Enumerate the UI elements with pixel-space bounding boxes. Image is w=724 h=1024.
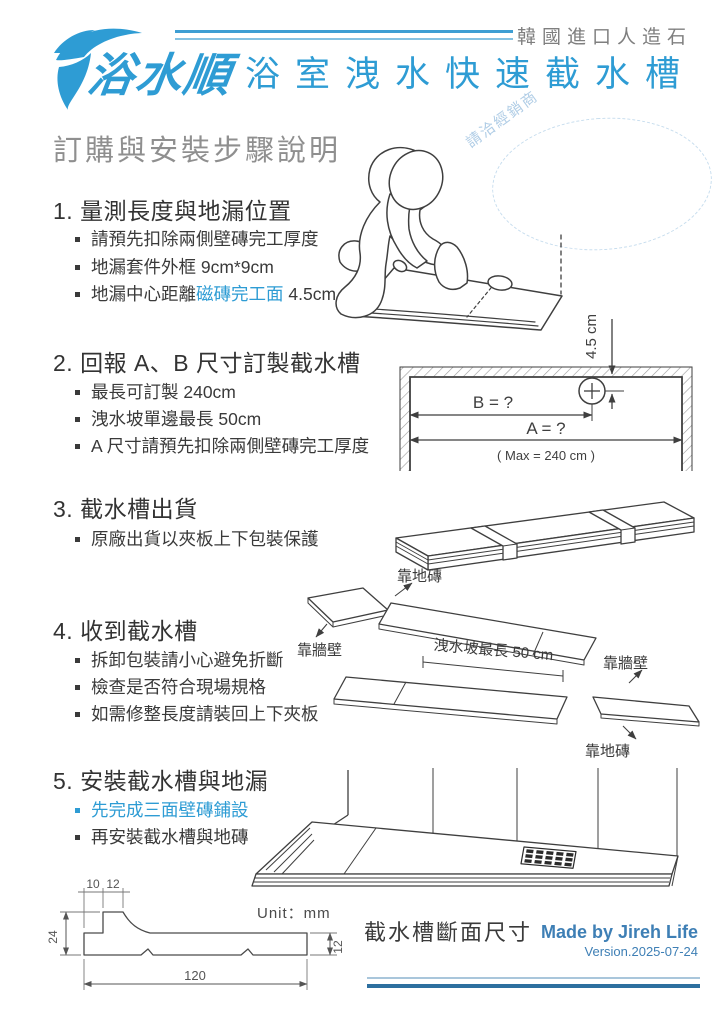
step2-bullet-3: A 尺寸請預先扣除兩側壁磚完工厚度 <box>75 436 370 456</box>
cross-section-caption: 截水槽斷面尺寸 <box>364 920 533 945</box>
wall-label-left: 靠牆壁 <box>297 642 342 659</box>
drain-grate <box>520 846 577 869</box>
installed-channel-illustration <box>251 768 679 887</box>
unit-label: Unit：mm <box>257 905 331 922</box>
dim-120: 120 <box>184 968 206 983</box>
brand-name: 浴水順 <box>84 49 236 101</box>
cross-section-drawing: 10 12 24 12 120 Unit：mm <box>46 877 345 990</box>
boards-orientation-diagram: 靠地磚 靠牆壁 洩水坡最長 50 cm 靠牆壁 靠地磚 <box>297 568 700 760</box>
step4-bullet-2: 檢查是否符合現場規格 <box>75 677 266 697</box>
step1-bullet-3: 地漏中心距離磁磚完工面 4.5cm <box>75 284 337 304</box>
brand-swoosh-icon <box>54 28 142 110</box>
step1-bullet-2: 地漏套件外框 9cm*9cm <box>75 257 274 277</box>
step5-title: 5. 安裝截水槽與地漏 <box>53 768 269 794</box>
section-title: 訂購與安裝步驟說明 <box>53 135 342 167</box>
step2-bullet-2: 洩水坡單邊最長 50cm <box>75 409 262 429</box>
step2-bullet-3-text: A 尺寸請預先扣除兩側壁磚完工厚度 <box>91 436 370 456</box>
step5-bullet-1-text: 先完成三面壁磚鋪設 <box>91 800 249 820</box>
step5-bullet-2: 再安裝截水槽與地磚 <box>75 827 249 847</box>
step2-bullet-2-text: 洩水坡單邊最長 50cm <box>91 409 262 429</box>
header-rule-thin <box>175 38 513 40</box>
package-illustration <box>395 501 695 571</box>
step4-bullet-1-text: 拆卸包裝請小心避免折斷 <box>91 650 284 670</box>
step4-bullet-2-text: 檢查是否符合現場規格 <box>91 677 266 697</box>
step4-bullet-3-text: 如需修整長度請裝回上下夾板 <box>91 704 319 724</box>
max-dim-label: ( Max = 240 cm ) <box>497 448 595 463</box>
footer-rule-thick <box>367 984 700 988</box>
dim-24: 24 <box>46 930 60 944</box>
footer-rule-thin <box>367 977 700 979</box>
step1-bullet-1-text: 請預先扣除兩側壁磚完工厚度 <box>91 229 319 249</box>
step4-bullet-3: 如需修整長度請裝回上下夾板 <box>75 704 319 724</box>
header-rule-thick <box>175 30 513 33</box>
step2-title: 2. 回報 A、B 尺寸訂製截水槽 <box>53 350 361 376</box>
step5-bullet-1: 先完成三面壁磚鋪設 <box>75 800 249 820</box>
step1-title: 1. 量測長度與地漏位置 <box>53 198 292 224</box>
step3-bullet-1: 原廠出貨以夾板上下包裝保護 <box>75 529 319 549</box>
step5-bullet-2-text: 再安裝截水槽與地磚 <box>91 827 249 847</box>
page-title: 浴室洩水快速截水槽 <box>245 55 696 94</box>
step3-title: 3. 截水槽出貨 <box>53 496 198 522</box>
dim-12-top: 12 <box>106 877 120 891</box>
floor-label-top: 靠地磚 <box>397 568 442 585</box>
step4-title: 4. 收到截水槽 <box>53 618 198 644</box>
step1-bullet-1: 請預先扣除兩側壁磚完工厚度 <box>75 229 319 249</box>
dim-10: 10 <box>86 877 100 891</box>
offset-dim-label: 4.5 cm <box>583 314 600 359</box>
step1-bullet-3-highlight: 磁磚完工面 <box>196 284 284 304</box>
a-dim-label: A = ? <box>526 419 565 438</box>
measuring-person-illustration <box>335 146 563 331</box>
step1-bullet-2-text: 地漏套件外框 9cm*9cm <box>91 257 274 277</box>
dim-12-right: 12 <box>331 940 345 954</box>
step2-bullet-1: 最長可訂製 240cm <box>75 382 236 402</box>
origin-label: 韓國進口人造石 <box>517 27 693 48</box>
step2-bullet-1-text: 最長可訂製 240cm <box>91 382 236 402</box>
step1-bullet-3-prefix: 地漏中心距離 <box>91 284 196 304</box>
version-label: Version.2025-07-24 <box>584 944 698 959</box>
step4-bullet-1: 拆卸包裝請小心避免折斷 <box>75 650 284 670</box>
wall-label-right: 靠牆壁 <box>603 655 648 672</box>
step1-bullet-3-suffix: 4.5cm <box>283 284 337 304</box>
footer-credit: Made by Jireh Life Version.2025-07-24 <box>541 923 698 958</box>
floor-label-bottom: 靠地磚 <box>585 743 630 760</box>
made-by-label: Made by Jireh Life <box>540 922 698 942</box>
dimension-diagram: 4.5 cm B = ? A = ? ( Max = 240 cm ) <box>399 314 693 471</box>
b-dim-label: B = ? <box>473 393 513 412</box>
step3-bullet-1-text: 原廠出貨以夾板上下包裝保護 <box>91 529 319 549</box>
